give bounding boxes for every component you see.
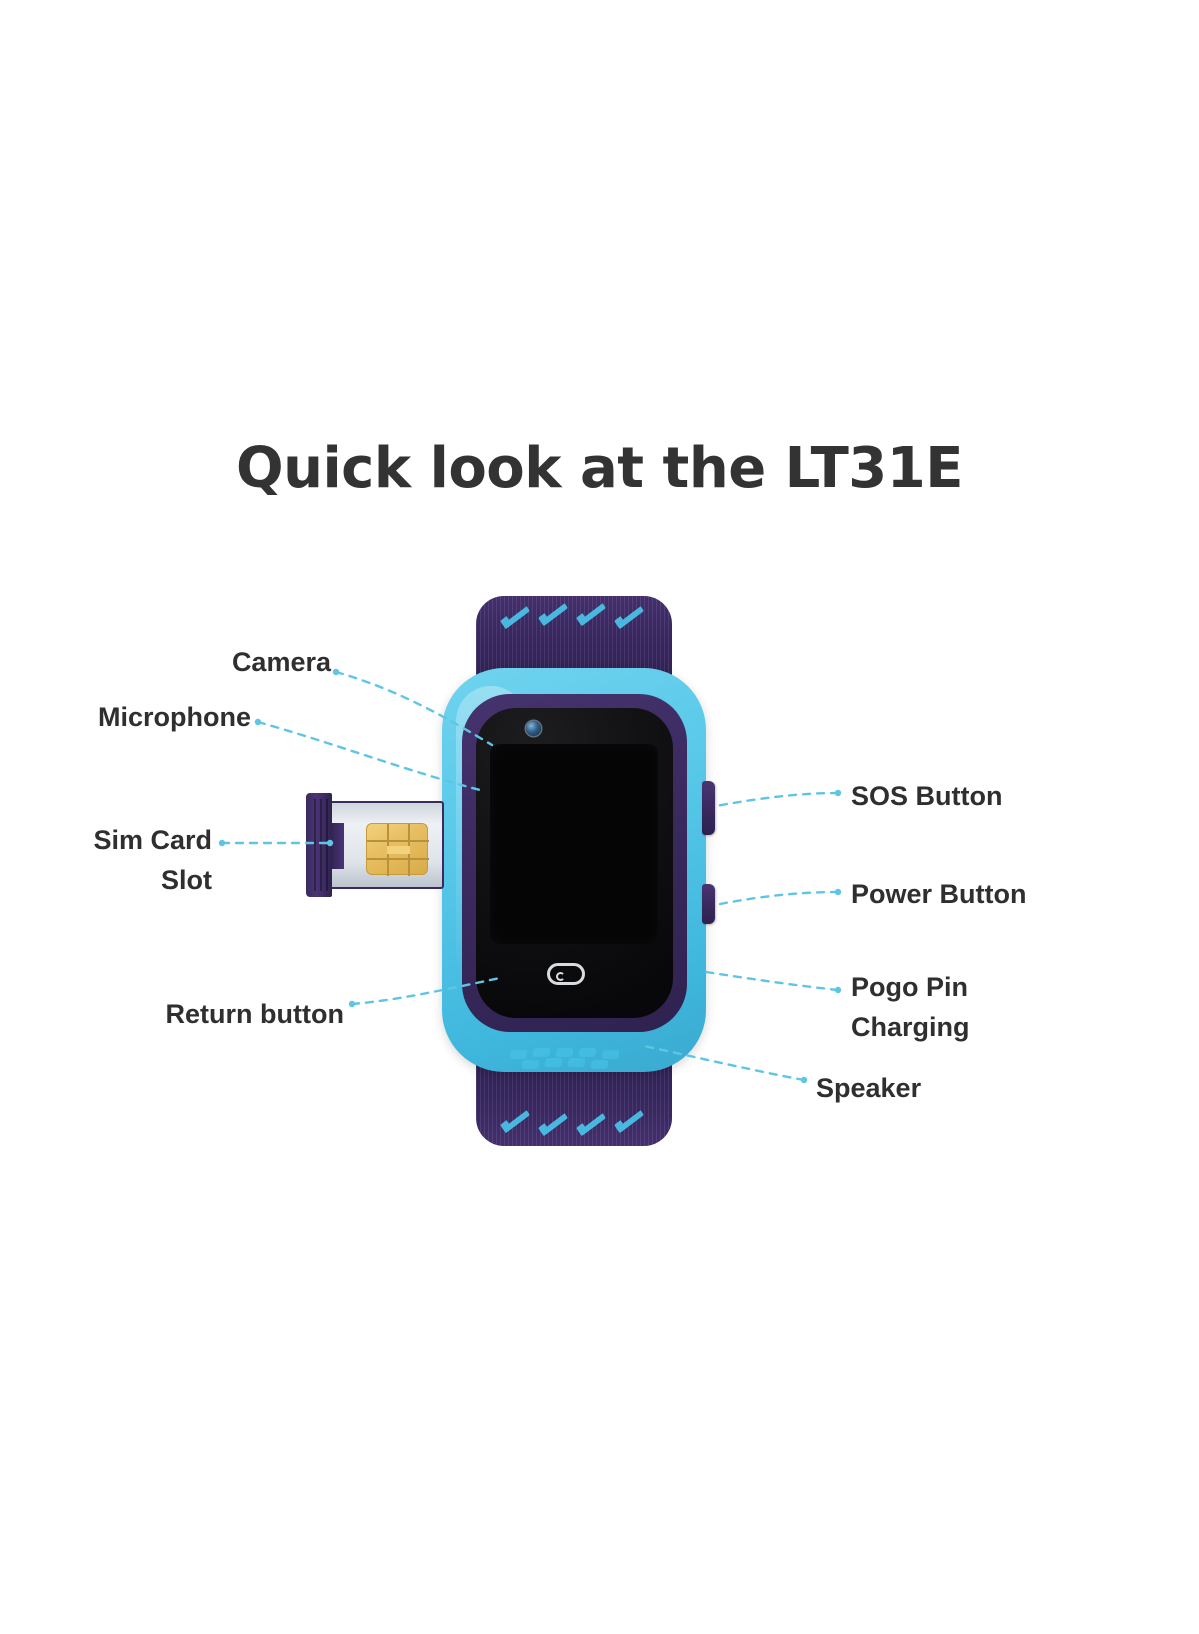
callout-label-return-button: Return button [165,999,344,1029]
sos-button[interactable] [702,781,715,835]
page-title: Quick look at the LT31E [236,436,963,501]
smartwatch-illustration [414,596,734,1146]
sim-tray-handle[interactable] [306,793,332,897]
sim-tray-body [324,801,444,889]
strap-accent-top [498,599,650,634]
callout-label-pogo-pin-charging: Pogo Pin Charging [851,972,970,1042]
callout-label-microphone: Microphone [98,702,251,732]
callout-label-power-button: Power Button [851,879,1027,909]
leader-sos [714,791,840,808]
return-button[interactable] [547,963,585,985]
strap-accent-bottom [498,1106,650,1138]
speaker-grille [509,1048,640,1072]
callout-label-camera: Camera [231,647,331,677]
callout-label-speaker: Speaker [816,1073,922,1103]
sim-tray-neck [330,823,344,869]
callout-label-sos-button: SOS Button [851,781,1003,811]
sim-card-tray [306,793,451,898]
return-button-glyph [556,972,565,981]
camera-icon [526,721,541,736]
watch-display [490,744,658,944]
sim-chip-contacts [366,823,429,876]
leader-power [718,890,840,906]
power-button[interactable] [702,884,715,924]
callout-label-sim-card-slot: Sim Card Slot [93,825,212,895]
